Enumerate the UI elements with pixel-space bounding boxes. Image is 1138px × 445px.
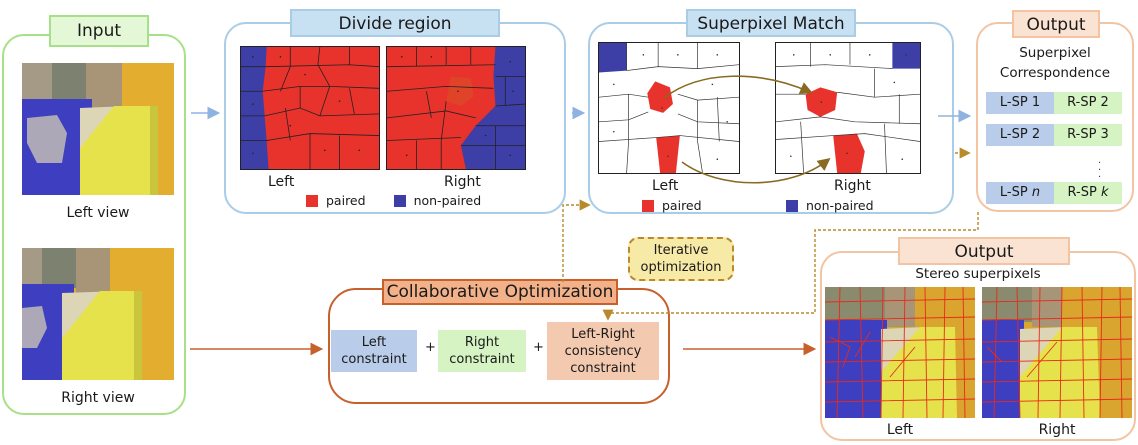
legend-nonpaired-label: non-paired: [413, 193, 482, 208]
left-constraint-box: Left constraint: [331, 330, 417, 372]
match-left-map: [598, 42, 740, 174]
stereo-subtitle: Stereo superpixels: [915, 266, 1041, 282]
left-constraint-line2: constraint: [341, 352, 407, 367]
plus-sign: +: [425, 340, 436, 355]
right-superpixel-id: R-SP k: [1054, 182, 1122, 204]
legend-nonpaired-label: non-paired: [806, 198, 874, 213]
left-index-var: n: [1031, 185, 1041, 200]
right-constraint-line1: Right: [464, 335, 500, 350]
right-view-image: [22, 248, 174, 380]
left-right-consistency-box: Left-Right consistency constraint: [547, 322, 659, 380]
divide-region-title: Divide region: [290, 9, 500, 37]
lr-constraint-line3: constraint: [570, 360, 636, 376]
right-view-caption: Right view: [61, 390, 135, 406]
divide-left-label: Left: [268, 174, 295, 190]
match-right-superpixels: [776, 43, 920, 173]
right-prefix: R-SP: [1067, 185, 1101, 200]
output-correspondence-panel: [976, 22, 1134, 212]
correspondence-subtitle-1: Superpixel: [1019, 45, 1091, 61]
left-superpixel-id: L-SP n: [986, 182, 1054, 204]
paired-swatch: [642, 199, 654, 212]
divide-right-superpixels: [387, 47, 525, 169]
right-superpixel-id: R-SP 3: [1054, 124, 1122, 146]
right-constraint-box: Right constraint: [438, 330, 526, 372]
divide-legend: paired non-paired: [306, 193, 481, 208]
nonpaired-swatch: [393, 194, 406, 207]
stereo-left-image: [825, 287, 975, 418]
iterative-line1: Iterative: [653, 243, 709, 258]
stereo-right-label: Right: [1038, 422, 1076, 438]
paired-swatch: [306, 194, 318, 207]
divide-left-map: [240, 46, 380, 170]
plus-sign: +: [533, 340, 544, 355]
left-prefix: L-SP: [999, 185, 1032, 200]
divide-right-map: [386, 46, 526, 170]
match-left-superpixels: [599, 43, 739, 173]
divide-left-superpixels: [241, 47, 379, 169]
match-legend-nonpaired: non-paired: [786, 198, 874, 213]
ellipsis-dots: · · ·: [1098, 158, 1102, 183]
left-view-image: [22, 63, 174, 195]
output-correspondence-title: Output: [1012, 10, 1100, 38]
match-right-label: Right: [834, 178, 871, 194]
match-right-map: [775, 42, 921, 174]
iterative-line2: optimization: [640, 260, 722, 275]
match-legend-paired: paired: [642, 198, 702, 213]
correspondence-row: L-SP 1 R-SP 2: [986, 92, 1122, 114]
nonpaired-swatch: [786, 199, 798, 212]
correspondence-row: L-SP 2 R-SP 3: [986, 124, 1122, 146]
input-title: Input: [49, 15, 149, 47]
stereo-right-image: [982, 287, 1132, 418]
collaborative-optimization-title: Collaborative Optimization: [382, 279, 618, 305]
divide-right-label: Right: [444, 174, 481, 190]
left-superpixel-id: L-SP 1: [986, 92, 1054, 114]
right-index-var: k: [1100, 185, 1109, 200]
left-view-caption: Left view: [66, 205, 130, 221]
lr-constraint-line1: Left-Right: [571, 326, 635, 342]
left-constraint-line1: Left: [361, 335, 387, 350]
correspondence-row: L-SP n R-SP k: [986, 182, 1122, 204]
superpixel-match-title: Superpixel Match: [686, 9, 856, 37]
iterative-optimization-box: Iterative optimization: [628, 237, 734, 281]
legend-paired-label: paired: [662, 198, 702, 213]
legend-paired-label: paired: [326, 193, 366, 208]
match-left-label: Left: [652, 178, 679, 194]
left-superpixel-id: L-SP 2: [986, 124, 1054, 146]
stereo-left-label: Left: [886, 422, 914, 438]
output-stereo-title: Output: [898, 237, 1070, 265]
correspondence-subtitle-2: Correspondence: [999, 65, 1111, 81]
right-superpixel-id: R-SP 2: [1054, 92, 1122, 114]
dotted-collab-to-match: [562, 199, 591, 282]
right-constraint-line2: constraint: [449, 352, 515, 367]
lr-constraint-line2: consistency: [564, 343, 642, 359]
